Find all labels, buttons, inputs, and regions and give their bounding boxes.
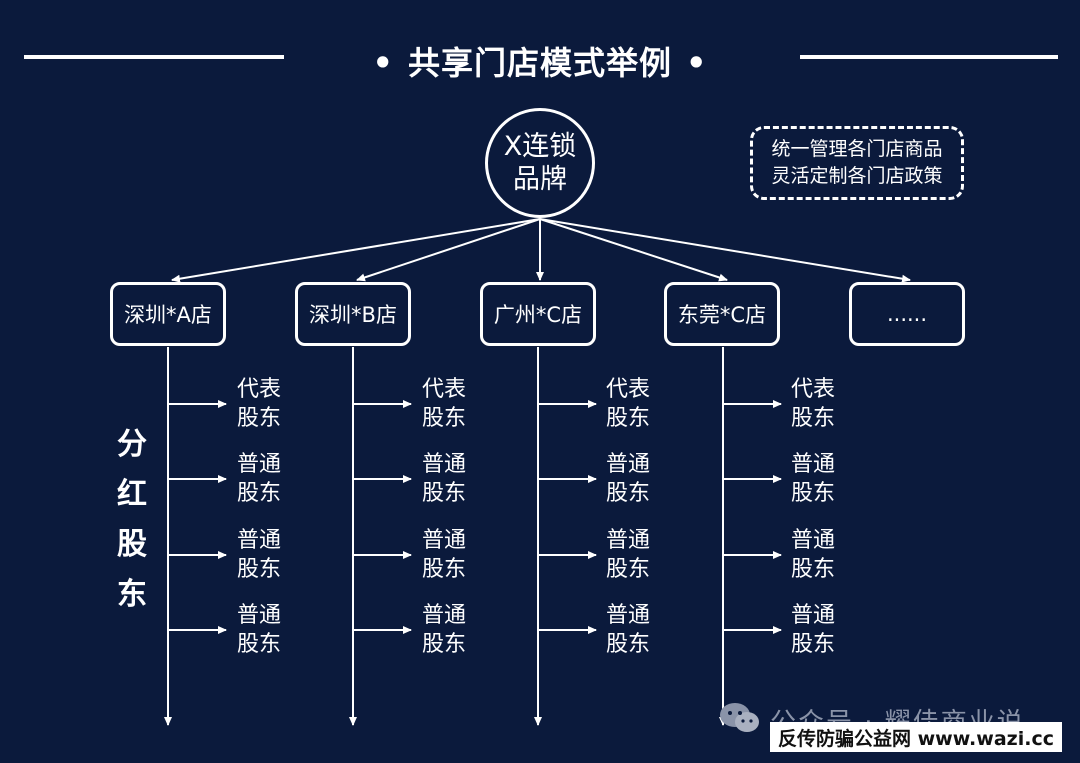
shareholder-line-1: 普通 bbox=[606, 603, 651, 628]
shareholder-node: 普通股东 bbox=[422, 601, 492, 659]
diagram-title: • 共享门店模式举例 • bbox=[290, 38, 790, 84]
shareholder-line-1: 代表 bbox=[606, 377, 651, 402]
brand-to-store-arrow bbox=[539, 218, 911, 283]
brand-to-store-arrow bbox=[171, 218, 541, 283]
shareholder-line-2: 股东 bbox=[791, 406, 836, 431]
shareholder-line-2: 股东 bbox=[606, 406, 651, 431]
shareholder-node: 普通股东 bbox=[237, 601, 307, 659]
shareholder-line-1: 代表 bbox=[422, 377, 467, 402]
shareholder-line-2: 股东 bbox=[606, 632, 651, 657]
brand-to-store-arrow bbox=[539, 218, 728, 282]
brand-to-store-arrow bbox=[356, 218, 541, 282]
shareholder-line-1: 普通 bbox=[237, 528, 282, 553]
shareholder-line-2: 股东 bbox=[791, 632, 836, 657]
shareholder-line-1: 普通 bbox=[791, 603, 836, 628]
shareholder-line-2: 股东 bbox=[237, 632, 282, 657]
note-line-1: 统一管理各门店商品 bbox=[771, 138, 943, 160]
dividend-shareholders-label: 分 红 股 东 bbox=[110, 420, 154, 620]
store-label: 东莞*C店 bbox=[677, 303, 767, 327]
title-bullet-left: • bbox=[372, 44, 394, 82]
shareholder-line-1: 普通 bbox=[237, 603, 282, 628]
shareholder-line-1: 普通 bbox=[422, 528, 467, 553]
shareholder-line-1: 普通 bbox=[422, 603, 467, 628]
shareholder-node: 普通股东 bbox=[237, 450, 307, 508]
store-label: 广州*C店 bbox=[493, 303, 583, 327]
store-node-2: 深圳*B店 bbox=[295, 282, 411, 346]
store-label: ...... bbox=[886, 302, 928, 326]
shareholder-line-2: 股东 bbox=[606, 481, 651, 506]
brand-node: X连锁 品牌 bbox=[485, 108, 595, 218]
side-char: 股 bbox=[117, 527, 147, 562]
side-char: 东 bbox=[117, 577, 147, 612]
store-node-3: 广州*C店 bbox=[480, 282, 596, 346]
shareholder-line-2: 股东 bbox=[237, 557, 282, 582]
watermark-site: 反传防骗公益网 www.wazi.cc bbox=[770, 722, 1062, 752]
title-text: 共享门店模式举例 bbox=[407, 44, 672, 82]
shareholder-node: 普通股东 bbox=[606, 601, 676, 659]
shareholder-node: 代表股东 bbox=[422, 375, 492, 433]
store-label: 深圳*A店 bbox=[124, 303, 212, 327]
policy-note: 统一管理各门店商品 灵活定制各门店政策 bbox=[750, 126, 964, 200]
shareholder-line-2: 股东 bbox=[791, 481, 836, 506]
shareholder-node: 普通股东 bbox=[606, 450, 676, 508]
note-line-2: 灵活定制各门店政策 bbox=[771, 165, 943, 187]
shareholder-line-2: 股东 bbox=[422, 406, 467, 431]
shareholder-node: 普通股东 bbox=[422, 450, 492, 508]
shareholder-line-2: 股东 bbox=[237, 481, 282, 506]
title-bullet-right: • bbox=[686, 44, 708, 82]
shareholder-node: 普通股东 bbox=[791, 601, 861, 659]
shareholder-line-1: 普通 bbox=[606, 528, 651, 553]
shareholder-node: 普通股东 bbox=[606, 526, 676, 584]
store-label: 深圳*B店 bbox=[309, 303, 397, 327]
wechat-icon bbox=[720, 703, 759, 732]
shareholder-line-1: 普通 bbox=[422, 452, 467, 477]
shareholder-node: 普通股东 bbox=[791, 450, 861, 508]
shareholder-line-1: 代表 bbox=[791, 377, 836, 402]
title-rule-right bbox=[800, 55, 1058, 59]
shareholder-line-2: 股东 bbox=[237, 406, 282, 431]
shareholder-line-2: 股东 bbox=[791, 557, 836, 582]
shareholder-node: 代表股东 bbox=[606, 375, 676, 433]
shareholder-node: 普通股东 bbox=[237, 526, 307, 584]
shareholder-node: 代表股东 bbox=[237, 375, 307, 433]
store-node-1: 深圳*A店 bbox=[110, 282, 226, 346]
store-node-5: ...... bbox=[849, 282, 965, 346]
brand-line-2: 品牌 bbox=[513, 164, 567, 195]
shareholder-line-1: 普通 bbox=[791, 452, 836, 477]
side-char: 分 bbox=[117, 427, 147, 462]
title-rule-left bbox=[24, 55, 284, 59]
store-node-4: 东莞*C店 bbox=[664, 282, 780, 346]
shareholder-line-2: 股东 bbox=[422, 557, 467, 582]
shareholder-line-1: 普通 bbox=[606, 452, 651, 477]
shareholder-line-2: 股东 bbox=[422, 481, 467, 506]
shareholder-node: 代表股东 bbox=[791, 375, 861, 433]
shareholder-line-2: 股东 bbox=[422, 632, 467, 657]
shareholder-line-1: 代表 bbox=[237, 377, 282, 402]
shareholder-line-1: 普通 bbox=[791, 528, 836, 553]
shareholder-node: 普通股东 bbox=[422, 526, 492, 584]
shareholder-line-2: 股东 bbox=[606, 557, 651, 582]
side-char: 红 bbox=[117, 477, 147, 512]
shareholder-node: 普通股东 bbox=[791, 526, 861, 584]
brand-line-1: X连锁 bbox=[503, 131, 577, 162]
shareholder-line-1: 普通 bbox=[237, 452, 282, 477]
